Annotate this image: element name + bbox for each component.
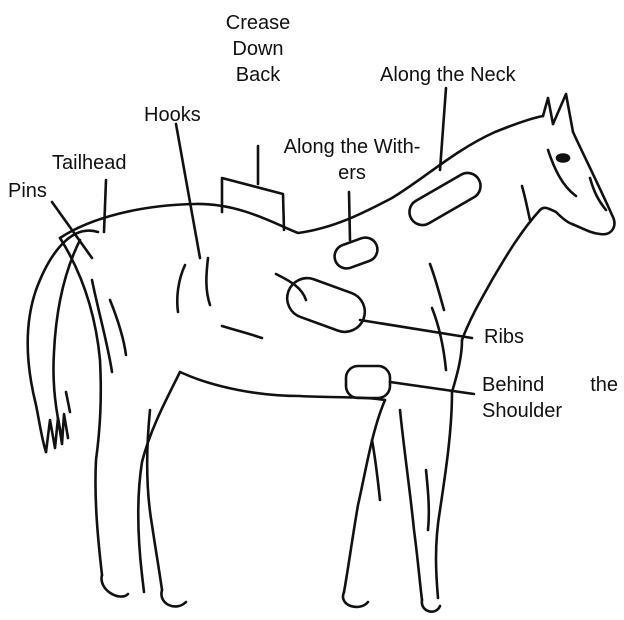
label-tailhead: Tailhead bbox=[52, 150, 127, 176]
label-crease-line-1: Crease bbox=[220, 10, 296, 36]
label-shoulder-line-2: Shoulder bbox=[482, 398, 618, 424]
label-hooks: Hooks bbox=[144, 102, 201, 128]
horse-fore-leg-inner bbox=[400, 410, 422, 600]
horse-hind-hoof bbox=[102, 575, 144, 597]
along-the-withers-area bbox=[331, 234, 381, 272]
label-withers-line-1: Along the With- bbox=[270, 134, 434, 160]
horse-belly-outline bbox=[180, 372, 385, 400]
label-along-the-withers: Along the With- ers bbox=[270, 134, 434, 186]
label-crease-line-3: Back bbox=[220, 62, 296, 88]
behind-the-shoulder-area bbox=[346, 366, 390, 398]
label-crease-line-2: Down bbox=[220, 36, 296, 62]
horse-hind-hoof-2 bbox=[161, 590, 186, 606]
leader-line-tailhead bbox=[104, 180, 106, 232]
leader-line-hooks bbox=[176, 124, 200, 258]
horse-ear-outline-2 bbox=[553, 94, 573, 132]
leader-line-ribs bbox=[360, 320, 472, 338]
label-withers-line-2: ers bbox=[270, 160, 434, 186]
horse-hind-leg-front bbox=[138, 372, 180, 575]
label-pins: Pins bbox=[8, 178, 47, 204]
label-along-the-neck: Along the Neck bbox=[380, 62, 516, 88]
horse-fore-hooves bbox=[343, 592, 440, 612]
horse-head-outline bbox=[540, 132, 614, 234]
label-crease-down-back: Crease Down Back bbox=[220, 10, 296, 88]
label-shoulder-line-1: Behind the bbox=[482, 372, 618, 398]
horse-chest-outline bbox=[452, 340, 462, 392]
leader-line-shoulder bbox=[390, 382, 474, 394]
horse-throat-outline bbox=[462, 210, 540, 340]
label-behind-the-shoulder: Behind the Shoulder bbox=[482, 372, 618, 424]
horse-ear-outline bbox=[543, 98, 553, 124]
horse-tail-end bbox=[46, 392, 70, 452]
leader-line-neck bbox=[440, 88, 446, 170]
horse-fore-leg-front bbox=[436, 392, 452, 598]
ribs-area bbox=[282, 273, 371, 338]
leader-line-withers bbox=[349, 192, 350, 240]
label-ribs: Ribs bbox=[484, 324, 524, 350]
horse-hind-leg-back bbox=[60, 238, 102, 575]
horse-eye bbox=[557, 155, 569, 162]
